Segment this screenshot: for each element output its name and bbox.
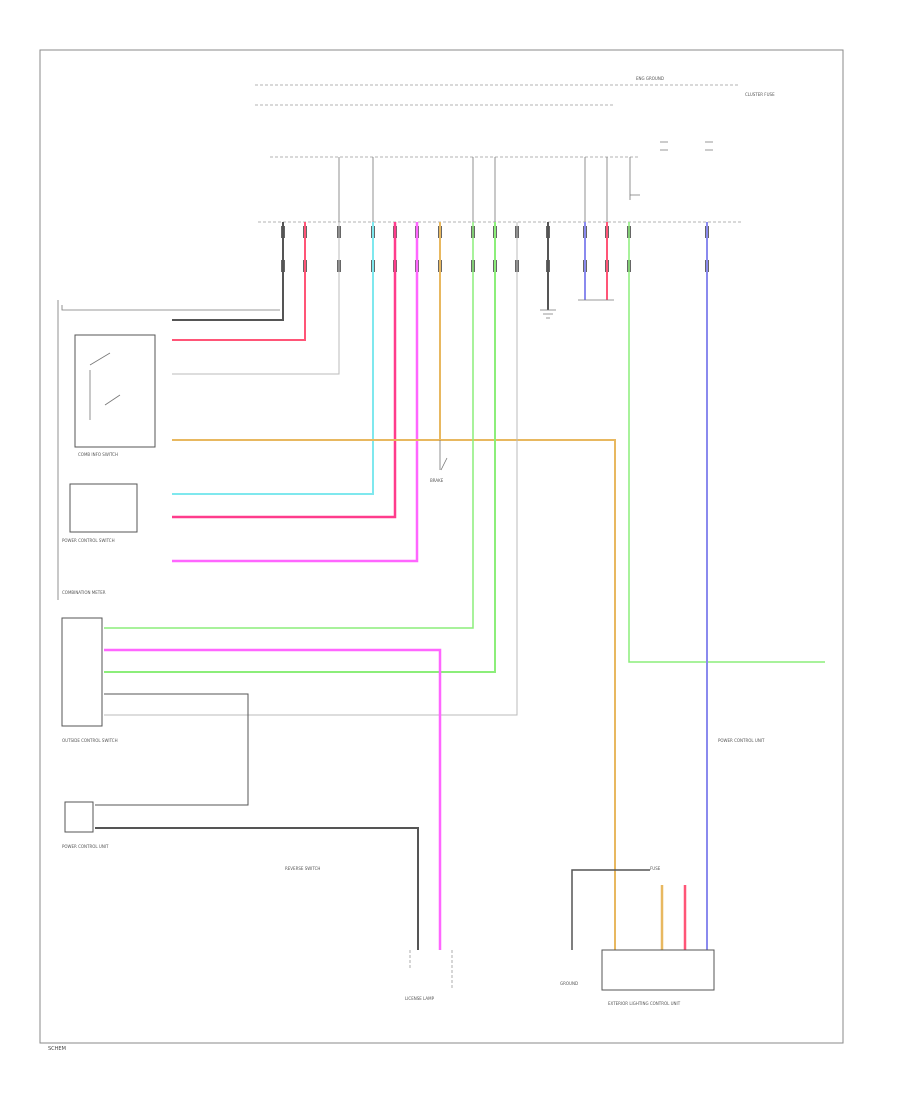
comb-switch-box: COMB INFO SWITCH [57,300,280,600]
wire-gray-1 [172,222,340,375]
svg-text:LICENSE LAMP: LICENSE LAMP [405,996,435,1001]
bottom-lamp: LICENSE LAMP [405,950,453,1001]
reverse-switch-label: REVERSE SWITCH [285,866,320,871]
wire-magenta-2 [104,648,442,950]
cluster-label: COMBINATION METER [62,590,106,595]
wire-cyan [172,222,374,495]
mid-power-label: POWER CONTROL UNIT [718,738,765,743]
footer-label: SCHEM [48,1046,66,1052]
brake-switch: BRAKE [430,440,448,483]
top-fuse-glyphs [629,141,713,200]
left-power-box: POWER CONTROL UNIT [62,801,109,849]
svg-text:POWER CONTROL SWITCH: POWER CONTROL SWITCH [62,538,115,543]
wire-black-1 [172,222,284,321]
wire-black-3 [95,693,249,806]
svg-text:FUSE: FUSE [650,866,661,871]
wire-gray-2 [104,222,518,716]
wire-green-2 [104,222,496,673]
wire-black-5 [571,869,650,950]
svg-text:OUTSIDE CONTROL SWITCH: OUTSIDE CONTROL SWITCH [62,738,118,743]
ground-symbols [540,299,614,319]
harness-wires [95,222,825,950]
diagram-frame [39,49,844,1044]
right-unit: EXTERIOR LIGHTING CONTROL UNIT GROUND FU… [560,866,715,1006]
svg-text:POWER CONTROL UNIT: POWER CONTROL UNIT [62,844,109,849]
drop-wires [338,157,608,222]
wire-pink [172,222,397,519]
hazard-switch-box: POWER CONTROL SWITCH [62,483,138,543]
wire-green-1 [104,222,474,629]
wire-green-3 [628,222,825,663]
svg-text:BRAKE: BRAKE [430,478,444,483]
wire-orange-2 [440,439,616,950]
wire-magenta-1 [172,222,419,563]
svg-text:COMB INFO SWITCH: COMB INFO SWITCH [78,452,118,457]
top-cluster-label: CLUSTER FUSE [745,92,775,97]
top-ground-label: ENG GROUND [636,76,664,81]
wire-black-4 [95,827,419,950]
wire-red-1 [172,222,306,341]
svg-text:GROUND: GROUND [560,981,578,986]
left-unit-box: OUTSIDE CONTROL SWITCH [61,617,118,743]
svg-text:EXTERIOR LIGHTING CONTROL UNIT: EXTERIOR LIGHTING CONTROL UNIT [608,1001,681,1006]
